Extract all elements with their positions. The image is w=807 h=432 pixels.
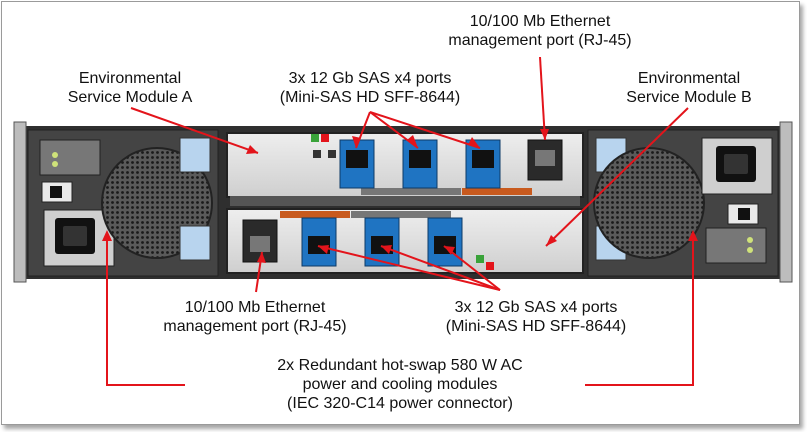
label-ethernet-port-esm-a: 10/100 Mb Ethernet management port (RJ-4… [448,13,632,49]
label-environmental-service-module-b: Environmental Service Module B [626,70,752,106]
esm-b-module [226,208,584,274]
arrowheads [102,129,698,263]
label-environmental-service-module-a: Environmental Service Module A [67,70,193,106]
label-sas-ports-esm-a: 3x 12 Gb SAS x4 ports (Mini-SAS HD SFF-8… [279,70,461,106]
esm-b-sas-ports [301,217,463,267]
esm-b-ethernet-port [242,219,278,263]
psu-right [587,129,779,277]
psu-left [27,129,219,277]
label-power-cooling-modules: 2x Redundant hot-swap 580 W AC power and… [277,357,523,412]
esm-a-ethernet-port [527,139,563,181]
label-sas-ports-esm-b: 3x 12 Gb SAS x4 ports (Mini-SAS HD SFF-8… [445,299,627,335]
label-ethernet-port-esm-b: 10/100 Mb Ethernet management port (RJ-4… [163,299,347,335]
